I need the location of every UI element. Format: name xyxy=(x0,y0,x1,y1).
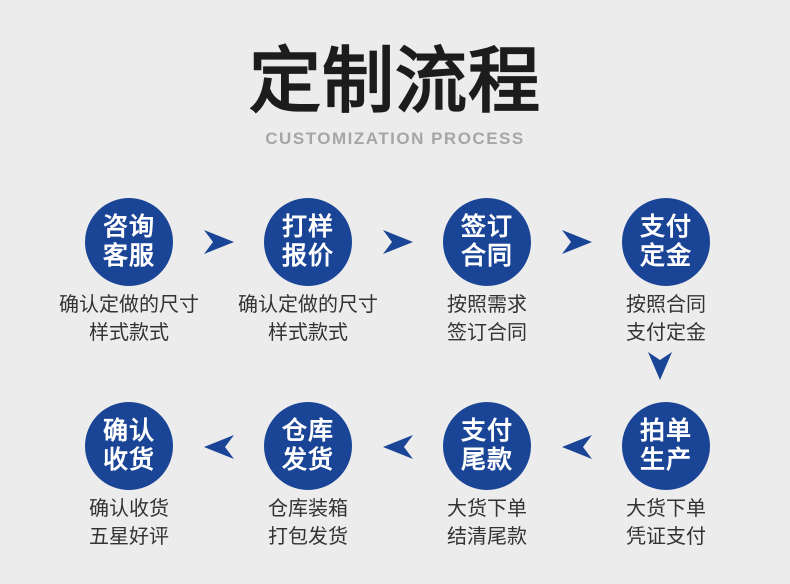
step-description: 确认定做的尺寸 样式款式 xyxy=(219,291,397,347)
desc-line: 支付定金 xyxy=(626,322,706,344)
arrow-left-icon xyxy=(562,435,592,459)
step-circle-sample-quote: 打样 报价 xyxy=(264,198,352,286)
page-subtitle: CUSTOMIZATION PROCESS xyxy=(265,129,525,149)
step-circle-pay-balance: 支付 尾款 xyxy=(443,402,531,490)
circle-label-line: 尾款 xyxy=(460,446,513,474)
desc-line: 样式款式 xyxy=(268,322,348,344)
step-description: 按照需求 签订合同 xyxy=(398,291,576,347)
circle-label-line: 合同 xyxy=(460,242,513,270)
step-description: 按照合同 支付定金 xyxy=(577,291,755,347)
step-description: 仓库装箱 打包发货 xyxy=(219,495,397,551)
flow-row-1: 咨询 客服 确认定做的尺寸 样式款式 打样 报价 确认定做的尺寸 样式款式 签订… xyxy=(0,198,790,358)
step-description: 大货下单 结清尾款 xyxy=(398,495,576,551)
circle-label-line: 生产 xyxy=(639,446,692,474)
step-description: 确认定做的尺寸 样式款式 xyxy=(40,291,218,347)
page-title: 定制流程 xyxy=(248,42,541,122)
step-sample-quote: 打样 报价 确认定做的尺寸 样式款式 xyxy=(219,198,397,347)
arrow-left-icon xyxy=(204,435,234,459)
step-pay-deposit: 支付 定金 按照合同 支付定金 xyxy=(577,198,755,347)
step-circle-consult-service: 咨询 客服 xyxy=(85,198,173,286)
arrow-down-icon xyxy=(648,352,672,380)
desc-line: 打包发货 xyxy=(268,526,348,548)
desc-line: 确认定做的尺寸 xyxy=(59,294,199,316)
step-circle-sign-contract: 签订 合同 xyxy=(443,198,531,286)
header: 定制流程 CUSTOMIZATION PROCESS xyxy=(0,44,790,149)
desc-line: 按照合同 xyxy=(626,294,706,316)
desc-line: 仓库装箱 xyxy=(268,498,348,520)
desc-line: 大货下单 xyxy=(626,498,706,520)
circle-label-line: 拍单 xyxy=(639,417,692,445)
circle-label-line: 打样 xyxy=(281,213,334,241)
desc-line: 结清尾款 xyxy=(447,526,527,548)
circle-label-line: 收货 xyxy=(102,446,155,474)
desc-line: 按照需求 xyxy=(447,294,527,316)
desc-line: 签订合同 xyxy=(447,322,527,344)
circle-label-line: 客服 xyxy=(102,242,155,270)
desc-line: 样式款式 xyxy=(89,322,169,344)
desc-line: 确认定做的尺寸 xyxy=(238,294,378,316)
circle-label-line: 报价 xyxy=(281,242,334,270)
circle-label-line: 发货 xyxy=(281,446,334,474)
circle-label-line: 支付 xyxy=(460,417,513,445)
step-sign-contract: 签订 合同 按照需求 签订合同 xyxy=(398,198,576,347)
arrow-right-icon xyxy=(204,230,234,254)
step-pay-balance: 支付 尾款 大货下单 结清尾款 xyxy=(398,402,576,551)
circle-label-line: 签订 xyxy=(460,213,513,241)
step-warehouse-ship: 仓库 发货 仓库装箱 打包发货 xyxy=(219,402,397,551)
step-description: 确认收货 五星好评 xyxy=(40,495,218,551)
circle-label-line: 仓库 xyxy=(281,417,334,445)
arrow-right-icon xyxy=(383,230,413,254)
step-description: 大货下单 凭证支付 xyxy=(577,495,755,551)
arrow-left-icon xyxy=(383,435,413,459)
step-order-production: 拍单 生产 大货下单 凭证支付 xyxy=(577,402,755,551)
desc-line: 凭证支付 xyxy=(626,526,706,548)
arrow-right-icon xyxy=(562,230,592,254)
flow-row-2: 确认 收货 确认收货 五星好评 仓库 发货 仓库装箱 打包发货 支付 尾款 xyxy=(0,402,790,562)
desc-line: 大货下单 xyxy=(447,498,527,520)
step-consult-service: 咨询 客服 确认定做的尺寸 样式款式 xyxy=(40,198,218,347)
circle-label-line: 确认 xyxy=(102,417,155,445)
step-circle-confirm-receipt: 确认 收货 xyxy=(85,402,173,490)
step-circle-order-production: 拍单 生产 xyxy=(622,402,710,490)
step-circle-pay-deposit: 支付 定金 xyxy=(622,198,710,286)
circle-label-line: 支付 xyxy=(639,213,692,241)
circle-label-line: 定金 xyxy=(639,242,692,270)
desc-line: 五星好评 xyxy=(89,526,169,548)
desc-line: 确认收货 xyxy=(89,498,169,520)
circle-label-line: 咨询 xyxy=(102,213,155,241)
step-circle-warehouse-ship: 仓库 发货 xyxy=(264,402,352,490)
step-confirm-receipt: 确认 收货 确认收货 五星好评 xyxy=(40,402,218,551)
